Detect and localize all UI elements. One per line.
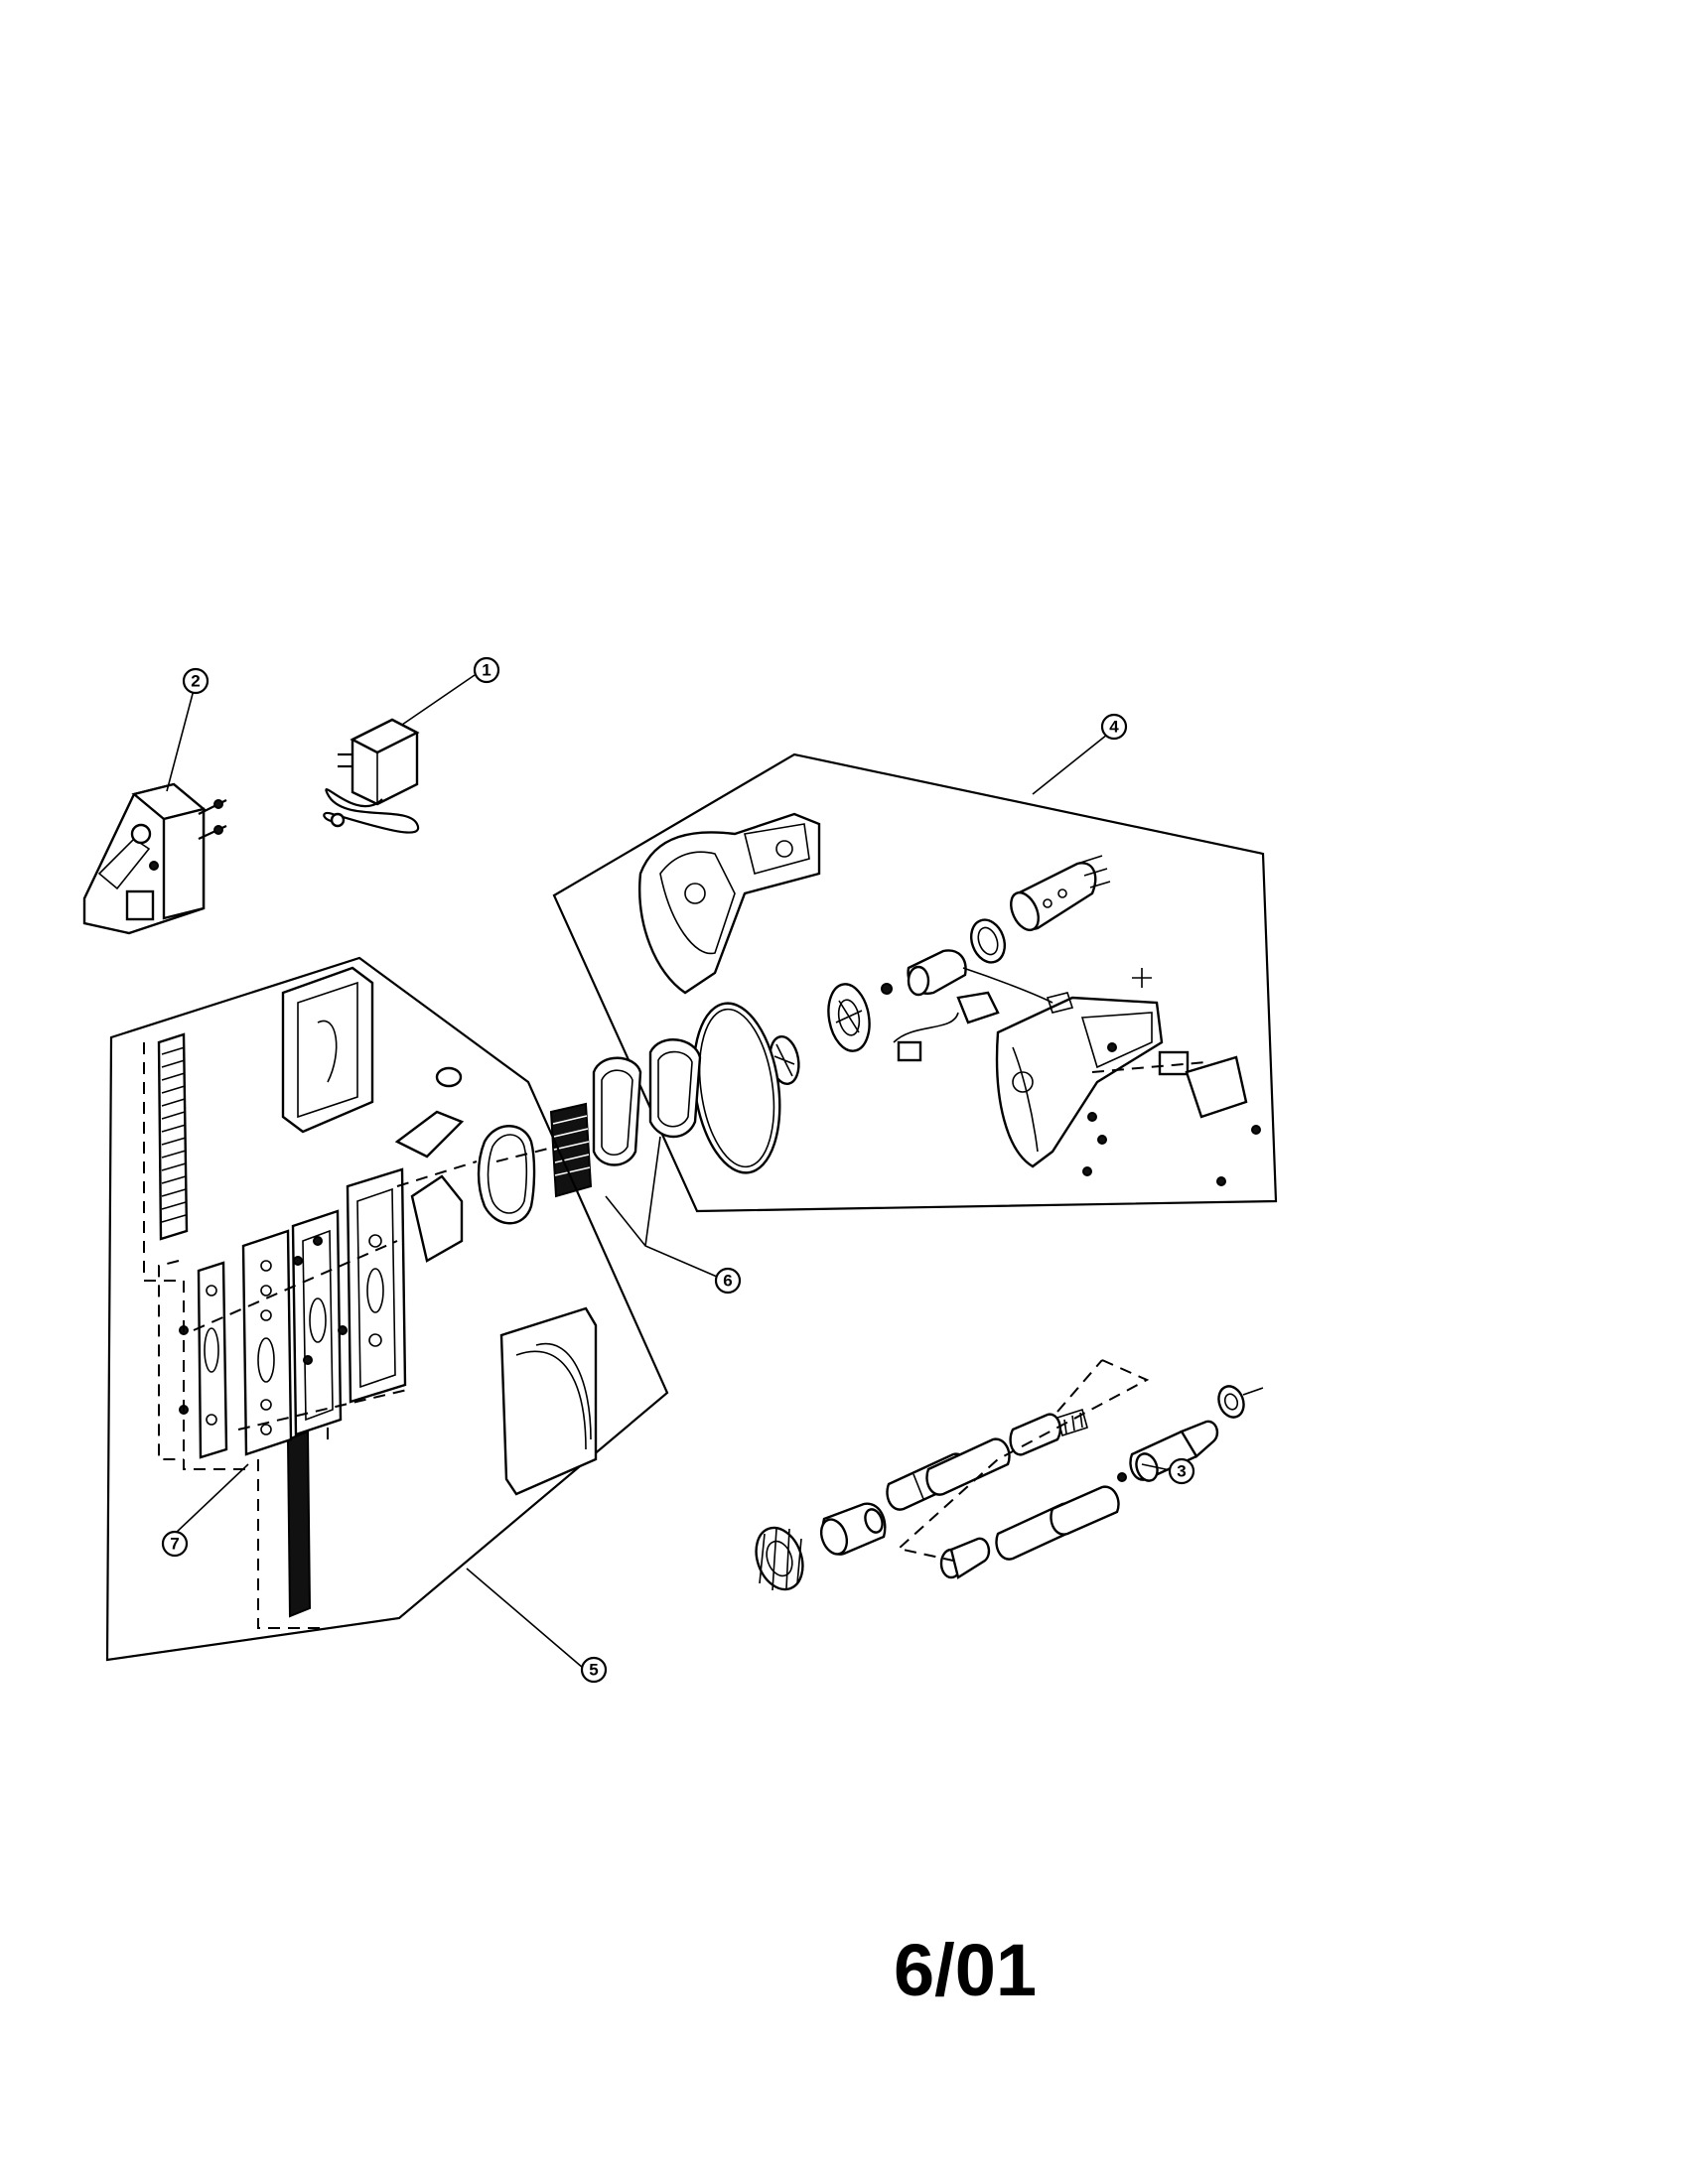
- motor: [881, 949, 1053, 1004]
- callout-1: 1: [473, 656, 500, 684]
- filter-gasket: [477, 1125, 536, 1225]
- leader-line-7: [174, 1463, 249, 1535]
- filter-frame-front: [648, 1038, 702, 1139]
- tube-upper-end-fitting: [1009, 1408, 1088, 1456]
- leader-line-1: [401, 674, 476, 726]
- callout-6: 6: [714, 1267, 742, 1295]
- callout-2-label: 2: [191, 672, 200, 691]
- nozzle-plate-back-frame: [346, 1167, 407, 1404]
- impeller-fan: [827, 983, 871, 1052]
- tube-coupler-large: [819, 1502, 887, 1556]
- assembly-dashed-guides: [143, 1042, 557, 1629]
- brush-strip-upper: [157, 1032, 189, 1241]
- switch-and-wiring: [893, 968, 1152, 1062]
- nozzle-top-cover: [281, 966, 374, 1134]
- motor-housing-upper: [638, 812, 821, 995]
- nozzle-plate-front: [197, 1261, 228, 1459]
- tube-lower-left: [939, 1485, 1120, 1579]
- nozzle-screws: [179, 1236, 348, 1415]
- leader-line-6: [605, 1136, 718, 1278]
- filter-frame-rear: [592, 1056, 642, 1166]
- nozzle-plate-middle: [241, 1229, 293, 1456]
- pleated-filter: [549, 1102, 593, 1198]
- leader-line-4: [1032, 734, 1108, 795]
- tube-end-nut: [1217, 1385, 1264, 1419]
- callout-6-label: 6: [723, 1272, 732, 1291]
- nozzle-plate-rear: [291, 1209, 343, 1436]
- nozzle-assembly-outline: [105, 956, 669, 1662]
- date-code: 6/01: [894, 1929, 1038, 2011]
- callout-1-label: 1: [482, 661, 491, 680]
- tube-upper-middle: [925, 1437, 1011, 1496]
- callout-5-label: 5: [589, 1661, 598, 1680]
- leader-line-5: [466, 1568, 584, 1669]
- wall-mount-bracket: [82, 782, 227, 935]
- motor-housing-gasket: [692, 1002, 781, 1174]
- motor-tube-cylinder: [1010, 855, 1111, 932]
- motor-assembly-outline: [552, 752, 1278, 1213]
- brush-strip-lower: [286, 1430, 312, 1618]
- nozzle-side-cover: [499, 1306, 598, 1496]
- extension-tubes: [755, 1359, 1264, 1591]
- callout-5: 5: [580, 1656, 608, 1684]
- leader-line-2: [166, 689, 195, 792]
- callout-7-label: 7: [170, 1535, 179, 1554]
- callout-7: 7: [161, 1530, 189, 1558]
- callout-3-label: 3: [1177, 1462, 1186, 1481]
- ac-adapter: [323, 718, 420, 834]
- handle-grip-nut: [755, 1526, 804, 1591]
- motor-housing-lower: [995, 992, 1261, 1186]
- tube-lower-right: [1129, 1420, 1219, 1482]
- bearing-ring: [969, 918, 1007, 964]
- tube-dashed-guide: [896, 1359, 1150, 1562]
- callout-4-label: 4: [1109, 718, 1119, 737]
- callout-2: 2: [182, 667, 210, 695]
- callout-4: 4: [1100, 713, 1128, 741]
- nozzle-neck-connector: [394, 1066, 465, 1263]
- callout-3: 3: [1168, 1457, 1195, 1485]
